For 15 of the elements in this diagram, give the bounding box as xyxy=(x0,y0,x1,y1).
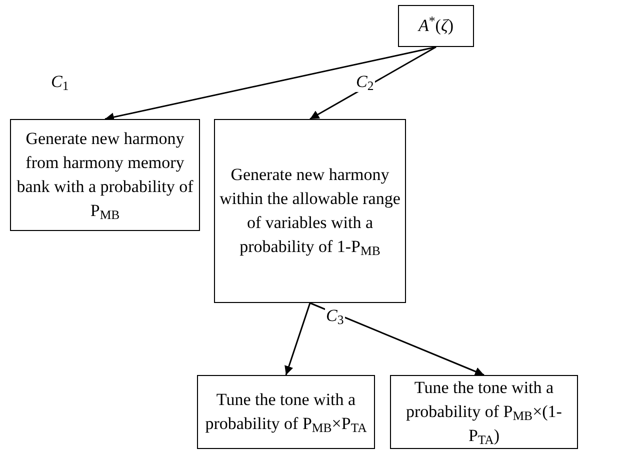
process-box xyxy=(214,119,406,303)
process-box xyxy=(197,375,375,449)
process-box xyxy=(390,375,578,449)
arrow xyxy=(104,46,436,122)
arrow xyxy=(284,302,311,376)
box-text: Tune the tone with a probability of P$_{MB}$×(1-P$_{TA}$) xyxy=(405,377,563,448)
box-text: Generate new harmony from harmony memory bank with a probability of P$_{MB}$ xyxy=(16,128,194,223)
root-box xyxy=(398,5,474,47)
branch-label: C$_{3}$ xyxy=(325,306,345,326)
arrow xyxy=(310,302,484,376)
process-box xyxy=(10,119,200,231)
box-text: Tune the tone with a probability of P$_{MB}$×P$_{TA}$ xyxy=(204,389,368,436)
box-text: A$^{*}$(ζ) xyxy=(418,14,454,37)
arrow xyxy=(310,46,436,120)
box-text: Generate new harmony within the allowable range of variables with a probability of 1-P$_{MB}$ xyxy=(219,164,401,259)
